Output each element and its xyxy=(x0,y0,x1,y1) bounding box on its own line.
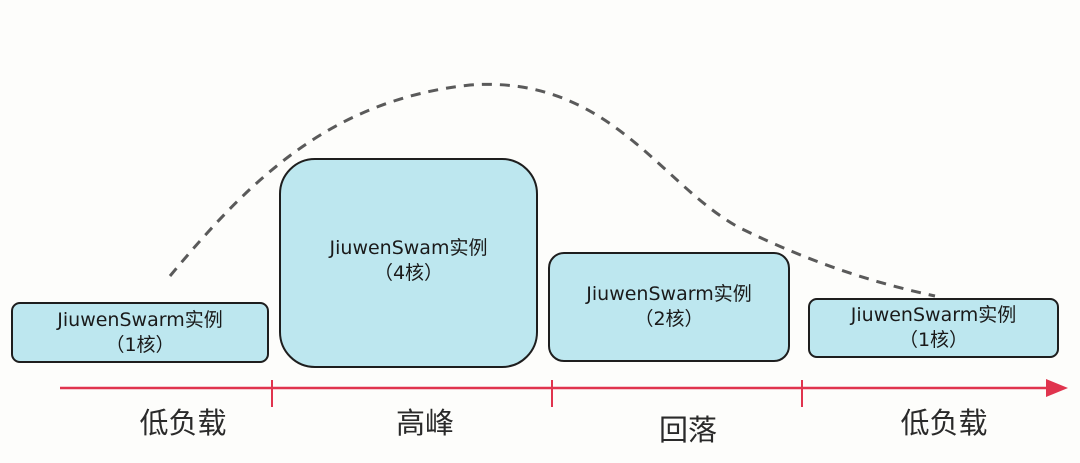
instance-box-decline: JiuwenSwarm实例 （2核） xyxy=(548,252,790,362)
load-curve xyxy=(168,82,936,298)
time-axis-arrowhead xyxy=(1046,379,1068,397)
instance-name: JiuwenSwarm实例 xyxy=(850,304,1017,327)
instance-name: JiuwenSwam实例 xyxy=(329,237,488,259)
instance-cores: （1核） xyxy=(898,329,969,351)
phase-label-low-load-end: 低负载 xyxy=(900,406,988,440)
phase-label-low-load: 低负载 xyxy=(139,406,227,440)
instance-box-low-load: JiuwenSwarm实例 （1核） xyxy=(11,302,269,363)
instance-name: JiuwenSwarm实例 xyxy=(586,283,752,306)
phase-label-decline: 回落 xyxy=(658,413,718,447)
phase-label-peak: 高峰 xyxy=(395,406,455,440)
instance-box-peak: JiuwenSwam实例 （4核） xyxy=(279,158,538,368)
instance-box-low-load-end: JiuwenSwarm实例 （1核） xyxy=(808,298,1059,358)
instance-cores: （1核） xyxy=(105,333,175,356)
instance-cores: （4核） xyxy=(373,261,444,284)
instance-cores: （2核） xyxy=(634,308,704,330)
instance-name: JiuwenSwarm实例 xyxy=(57,308,223,331)
